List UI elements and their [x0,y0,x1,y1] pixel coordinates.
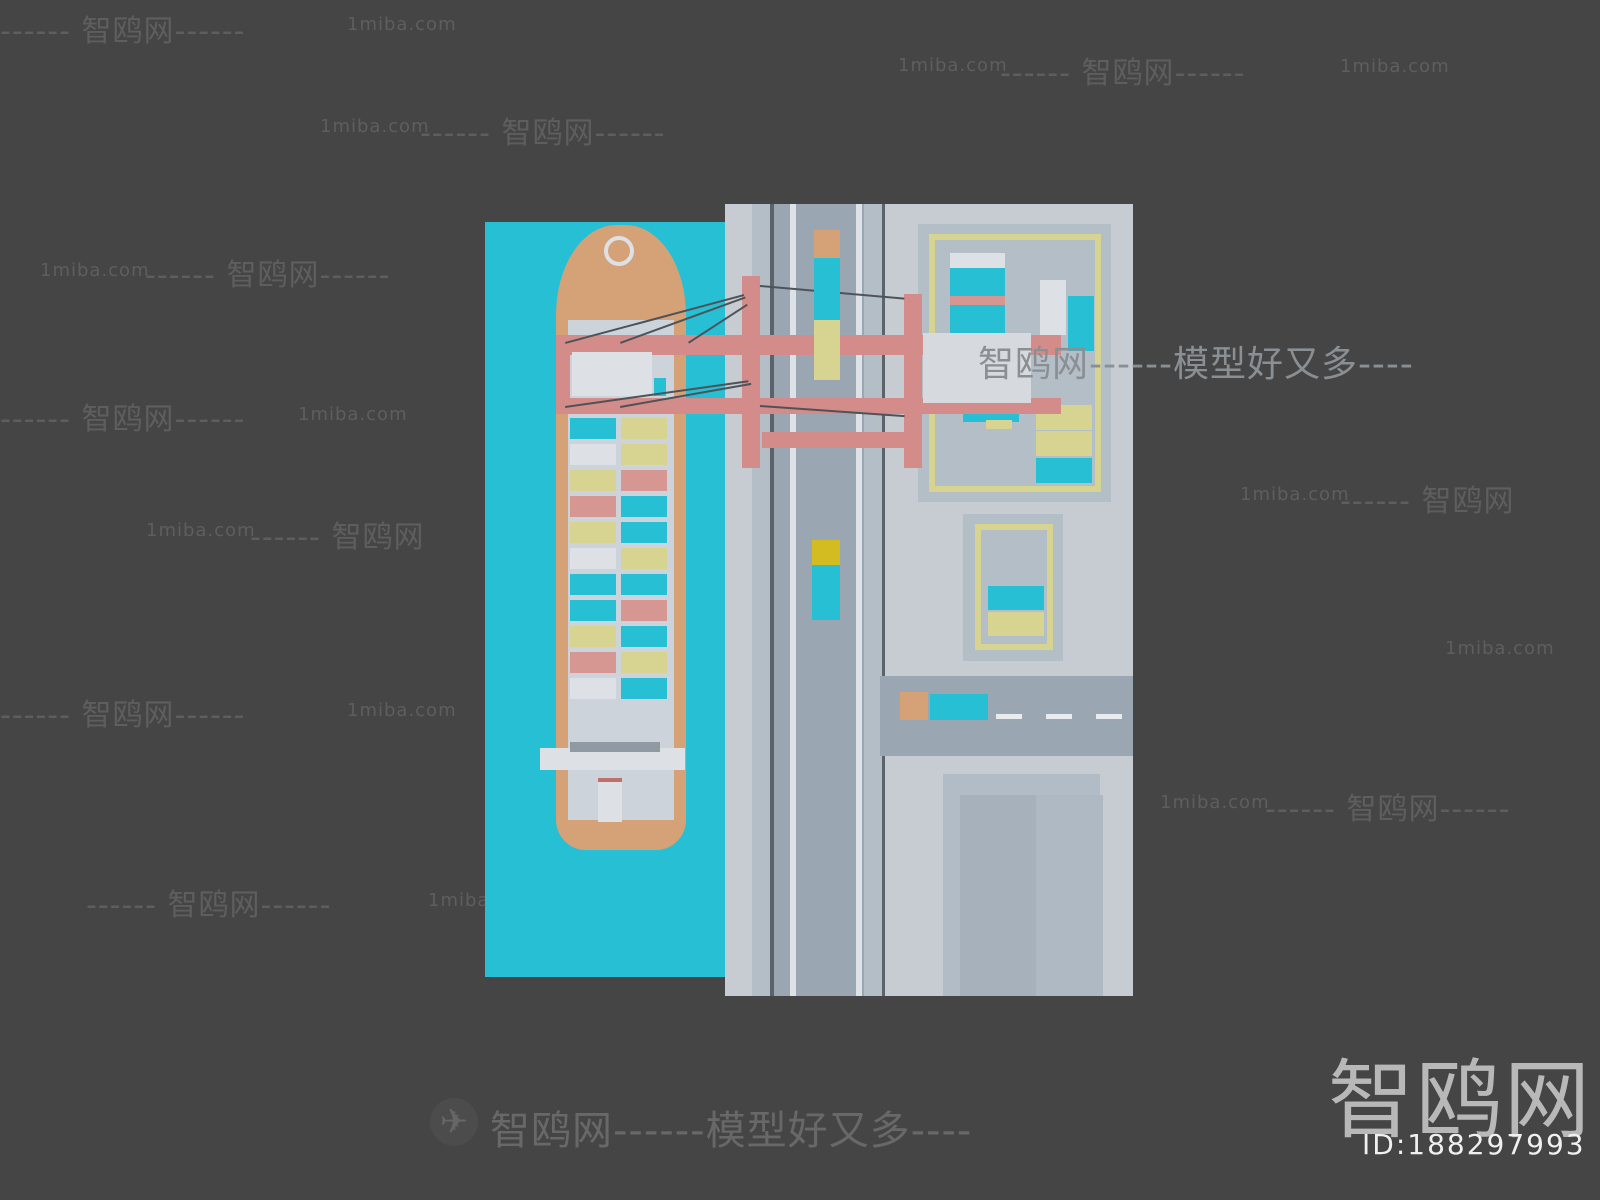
id-label: ID:188297993 [1362,1128,1586,1161]
ship-container [621,600,667,621]
container [988,612,1044,636]
watermark: ------ 智鸥网------ [0,698,246,733]
ship-container [621,496,667,517]
truck-trailer [814,320,840,380]
container [950,268,1005,296]
lane-line [790,204,796,996]
ship-container [621,522,667,543]
watermark-site: 1miba.com [1340,56,1450,77]
watermark-site: 1miba.com [1445,638,1555,659]
slogan-watermark: 智鸥网------模型好又多---- [490,1108,973,1154]
truck-cab [812,540,840,565]
crane-leg [904,294,922,468]
ship-container [621,548,667,569]
brand-logo: 智鸥网 [1328,1051,1592,1151]
truck-trailer [930,694,988,720]
watermark-site: 1miba.com [898,55,1008,76]
watermark-site: 1miba.com [320,116,430,137]
watermark: ------ 智鸥网------ [1000,56,1246,91]
truck-cab [900,692,928,720]
ship-container [570,652,616,673]
ship-container [570,678,616,699]
watermark-site: 1miba.com [347,14,457,35]
ship-container [621,626,667,647]
warehouse-side [1036,795,1103,996]
crane-crossbeam [762,432,907,448]
ship-container [570,444,616,465]
crane-end [556,335,570,414]
watermark-site: 1miba.com [1240,484,1350,505]
watermark-site: 1miba.com [146,520,256,541]
ship-anchor [604,236,634,266]
ship-container [570,626,616,647]
truck-trailer [814,258,840,320]
container [1036,458,1092,483]
ship-container [570,522,616,543]
crane-machinery-house [923,333,1031,403]
crane-cabin [572,352,652,396]
lot-marking [975,524,1053,650]
watermark: ------ 智鸥网------ [1265,792,1511,827]
crane-rail [770,204,774,996]
mid-slogan-watermark: 智鸥网------模型好又多---- [978,344,1414,385]
road-shoulder [864,204,884,996]
ship-container [621,574,667,595]
ship-container [621,418,667,439]
watermark-site: 1miba.com [347,700,457,721]
container [1036,431,1092,456]
lane-dash [996,714,1022,719]
container [1040,280,1066,335]
ship-container [621,652,667,673]
container [950,305,1005,333]
watermark-site: 1miba.com [40,260,150,281]
lane-dash [1096,714,1122,719]
ship-container [570,418,616,439]
crane-leg [742,276,760,468]
ship-cabin [598,778,622,822]
container [1068,296,1094,351]
watermark: ------ 智鸥网------ [86,888,332,923]
ship-container [570,470,616,491]
watermark: ------ 智鸥网------ [0,14,246,49]
road-edge [882,756,885,996]
truck-cab [814,230,840,258]
truck-trailer [812,565,840,620]
ship-container [570,548,616,569]
ship-container [621,470,667,491]
container [950,253,1005,271]
ship-container [621,678,667,699]
solar-panels [570,742,660,752]
ship-container [570,574,616,595]
watermark: ------ 智鸥网 [250,520,425,555]
watermark: ------ 智鸥网------ [0,402,246,437]
lane-line [856,204,862,996]
container [963,414,1019,422]
ship-container [570,496,616,517]
container [988,586,1044,610]
ship-container [570,600,616,621]
watermark: ------ 智鸥网 [1340,484,1515,519]
lane-dash [1046,714,1072,719]
container [986,420,1012,429]
container [950,296,1005,305]
watermark: ------ 智鸥网------ [420,116,666,151]
seagull-logo-icon: ✈ [430,1098,478,1146]
watermark: ------ 智鸥网------ [145,258,391,293]
watermark-site: 1miba.com [298,404,408,425]
watermark-site: 1miba.com [1160,792,1270,813]
ship-container [621,444,667,465]
ship-bridge [540,748,685,770]
